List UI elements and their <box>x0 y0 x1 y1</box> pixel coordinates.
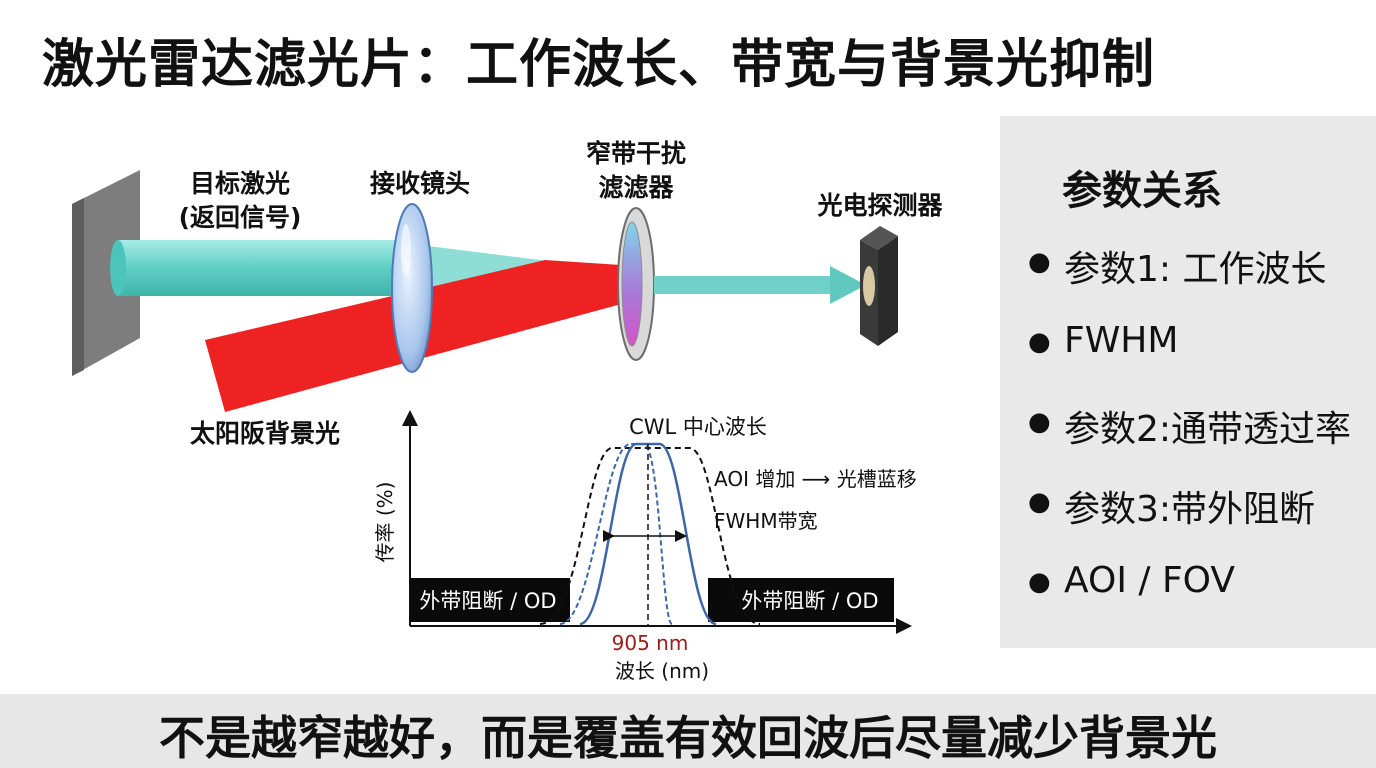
bullet-icon: ● <box>1028 327 1051 357</box>
sunlight-label: 太阳阪背景光 <box>190 419 340 448</box>
wide-passband-curve <box>539 447 761 625</box>
detector-label: 光电探测器 <box>816 191 943 220</box>
footer-bar: 不是越窄越好，而是覆盖有效回波后尽量减少背景光 <box>0 694 1376 768</box>
panel-title: 参数关系 <box>1062 168 1222 214</box>
center-wavelength-label: 905 nm <box>612 631 689 655</box>
y-axis-label: 传率 (%) <box>373 482 397 563</box>
filter-label-line1: 窄带干扰 <box>586 139 686 168</box>
oob-left-label: 外带阻断 / OD <box>419 589 556 613</box>
oob-right-label: 外带阻断 / OD <box>741 589 878 613</box>
shifted-passband-curve <box>559 443 673 625</box>
oob-left-bar <box>410 578 570 622</box>
bullet-icon: ● <box>1028 487 1051 517</box>
filtered-beam <box>654 266 866 304</box>
aoi-label: AOI 增加 ⟶ 光槽蓝移 <box>714 467 917 491</box>
target-plate <box>72 170 140 376</box>
filter-label-line2: 滤滤器 <box>598 173 674 202</box>
list-item-label: 参数3:带外阻断 <box>1064 489 1316 530</box>
x-axis-label: 波长 (nm) <box>615 659 709 683</box>
parameter-panel: 参数关系 ● 参数1: 工作波长 ● FWHM ● 参数2:通带透过率 ● 参数… <box>1000 116 1376 648</box>
list-item-label: 参数1: 工作波长 <box>1064 249 1327 290</box>
cwl-label: CWL 中心波长 <box>629 415 767 439</box>
bullet-icon: ● <box>1028 567 1051 597</box>
list-item: ● 参数2:通带透过率 <box>1028 400 1351 480</box>
oob-right-bar <box>708 578 894 622</box>
list-item-label: FWHM <box>1064 320 1179 361</box>
list-item: ● 参数1: 工作波长 <box>1028 240 1351 320</box>
list-item-label: AOI / FOV <box>1064 560 1235 601</box>
photodetector <box>860 226 898 346</box>
lens-label: 接收镜头 <box>370 169 470 198</box>
optics-diagram: 目标激光 (返回信号) 太阳阪背景光 接收镜头 窄带干扰 滤滤器 光电探测器 <box>72 139 943 683</box>
parameter-list: ● 参数1: 工作波长 ● FWHM ● 参数2:通带透过率 ● 参数3:带外阻… <box>1028 240 1351 640</box>
target-label-line2: (返回信号) <box>179 203 302 232</box>
footer-text: 不是越窄越好，而是覆盖有效回波后尽量减少背景光 <box>159 711 1217 765</box>
list-item: ● FWHM <box>1028 320 1351 400</box>
list-item-label: 参数2:通带透过率 <box>1064 409 1352 450</box>
receiving-lens <box>391 203 433 373</box>
page-title: 激光雷达滤光片：工作波长、带宽与背景光抑制 <box>42 35 1156 95</box>
list-item: ● AOI / FOV <box>1028 560 1351 640</box>
fwhm-label: FWHM带宽 <box>714 509 818 533</box>
bullet-icon: ● <box>1028 407 1051 437</box>
narrowband-filter <box>617 207 655 361</box>
transmission-chart: 外带阻断 / OD 外带阻断 / OD CWL 中心波长 AOI 增加 ⟶ 光槽… <box>373 410 917 683</box>
bullet-icon: ● <box>1028 247 1051 277</box>
list-item: ● 参数3:带外阻断 <box>1028 480 1351 560</box>
target-label-line1: 目标激光 <box>190 169 290 198</box>
